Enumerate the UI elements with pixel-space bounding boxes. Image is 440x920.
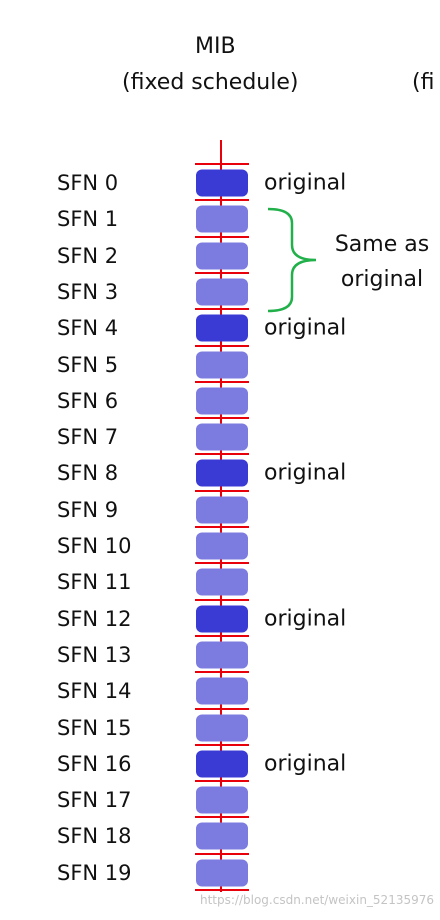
same-as-original-brace xyxy=(267,207,317,313)
sfn-label: SFN 16 xyxy=(57,751,132,776)
mib-repeat-block xyxy=(196,387,248,415)
mib-original-block xyxy=(196,459,248,487)
sfn-label: SFN 1 xyxy=(57,207,119,232)
original-label: original xyxy=(264,606,347,632)
sfn-label: SFN 18 xyxy=(57,824,132,849)
timeline-tick xyxy=(195,199,249,202)
mib-repeat-block xyxy=(196,496,248,524)
mib-original-block xyxy=(196,169,248,197)
mib-original-block xyxy=(196,605,248,633)
mib-repeat-block xyxy=(196,568,248,596)
timeline-tick xyxy=(195,634,249,637)
sfn-label: SFN 4 xyxy=(57,316,119,341)
mib-original-block xyxy=(196,314,248,342)
timeline-tick xyxy=(195,344,249,347)
timeline-tick xyxy=(195,235,249,238)
timeline-tick xyxy=(195,562,249,565)
sfn-label: SFN 17 xyxy=(57,788,132,813)
sfn-label: SFN 2 xyxy=(57,243,119,268)
sfn-label: SFN 5 xyxy=(57,352,119,377)
mib-repeat-block xyxy=(196,859,248,887)
timeline-tick xyxy=(195,889,249,891)
sfn-label: SFN 15 xyxy=(57,715,132,740)
timeline-tick xyxy=(195,780,249,783)
mib-repeat-block xyxy=(196,351,248,378)
timeline-tick xyxy=(195,852,249,855)
timeline-tick xyxy=(195,380,249,383)
mib-repeat-block xyxy=(196,822,248,850)
timeline-tick xyxy=(195,671,249,674)
sfn-label: SFN 6 xyxy=(57,388,119,413)
mib-repeat-block xyxy=(196,532,248,560)
timeline-tick xyxy=(195,163,249,165)
timeline-tick xyxy=(195,308,249,311)
watermark: https://blog.csdn.net/weixin_52135976 xyxy=(199,893,434,907)
timeline-tick xyxy=(195,816,249,819)
original-label: original xyxy=(264,751,347,777)
original-label: original xyxy=(264,315,347,341)
mib-repeat-block xyxy=(196,641,248,669)
original-label: original xyxy=(264,460,347,486)
sfn-label: SFN 9 xyxy=(57,497,119,522)
mib-original-block xyxy=(196,750,248,778)
mib-repeat-block xyxy=(196,677,248,705)
sfn-label: SFN 8 xyxy=(57,461,119,486)
next-column-subtitle-partial: (fi xyxy=(412,70,435,95)
timeline-tick xyxy=(195,489,249,492)
timeline-tick xyxy=(195,707,249,710)
mib-repeat-block xyxy=(196,423,248,451)
sfn-label: SFN 7 xyxy=(57,425,119,450)
timeline-tick xyxy=(195,598,249,601)
sfn-label: SFN 11 xyxy=(57,570,132,595)
timeline-tick xyxy=(195,417,249,420)
sfn-label: SFN 13 xyxy=(57,642,132,667)
sfn-label: SFN 10 xyxy=(57,534,132,558)
original-label: original xyxy=(264,170,347,196)
timeline-tick xyxy=(195,271,249,274)
sfn-label: SFN 3 xyxy=(57,279,119,304)
timeline-tick xyxy=(195,526,249,528)
sfn-label: SFN 19 xyxy=(57,860,132,885)
sfn-label: SFN 14 xyxy=(57,679,132,704)
mib-repeat-block xyxy=(196,786,248,814)
sfn-label: SFN 12 xyxy=(57,606,132,631)
timeline-tick xyxy=(195,453,249,456)
same-as-label-line2: original xyxy=(340,267,424,292)
mib-repeat-block xyxy=(196,714,248,741)
mib-column-title: MIB xyxy=(195,34,236,59)
mib-repeat-block xyxy=(196,278,248,306)
mib-repeat-block xyxy=(196,242,248,270)
mib-repeat-block xyxy=(196,205,248,233)
mib-column-subtitle: (fixed schedule) xyxy=(122,70,299,95)
sfn-label: SFN 0 xyxy=(57,171,119,195)
timeline-tick xyxy=(195,743,249,746)
same-as-label-line1: Same as xyxy=(334,232,430,257)
